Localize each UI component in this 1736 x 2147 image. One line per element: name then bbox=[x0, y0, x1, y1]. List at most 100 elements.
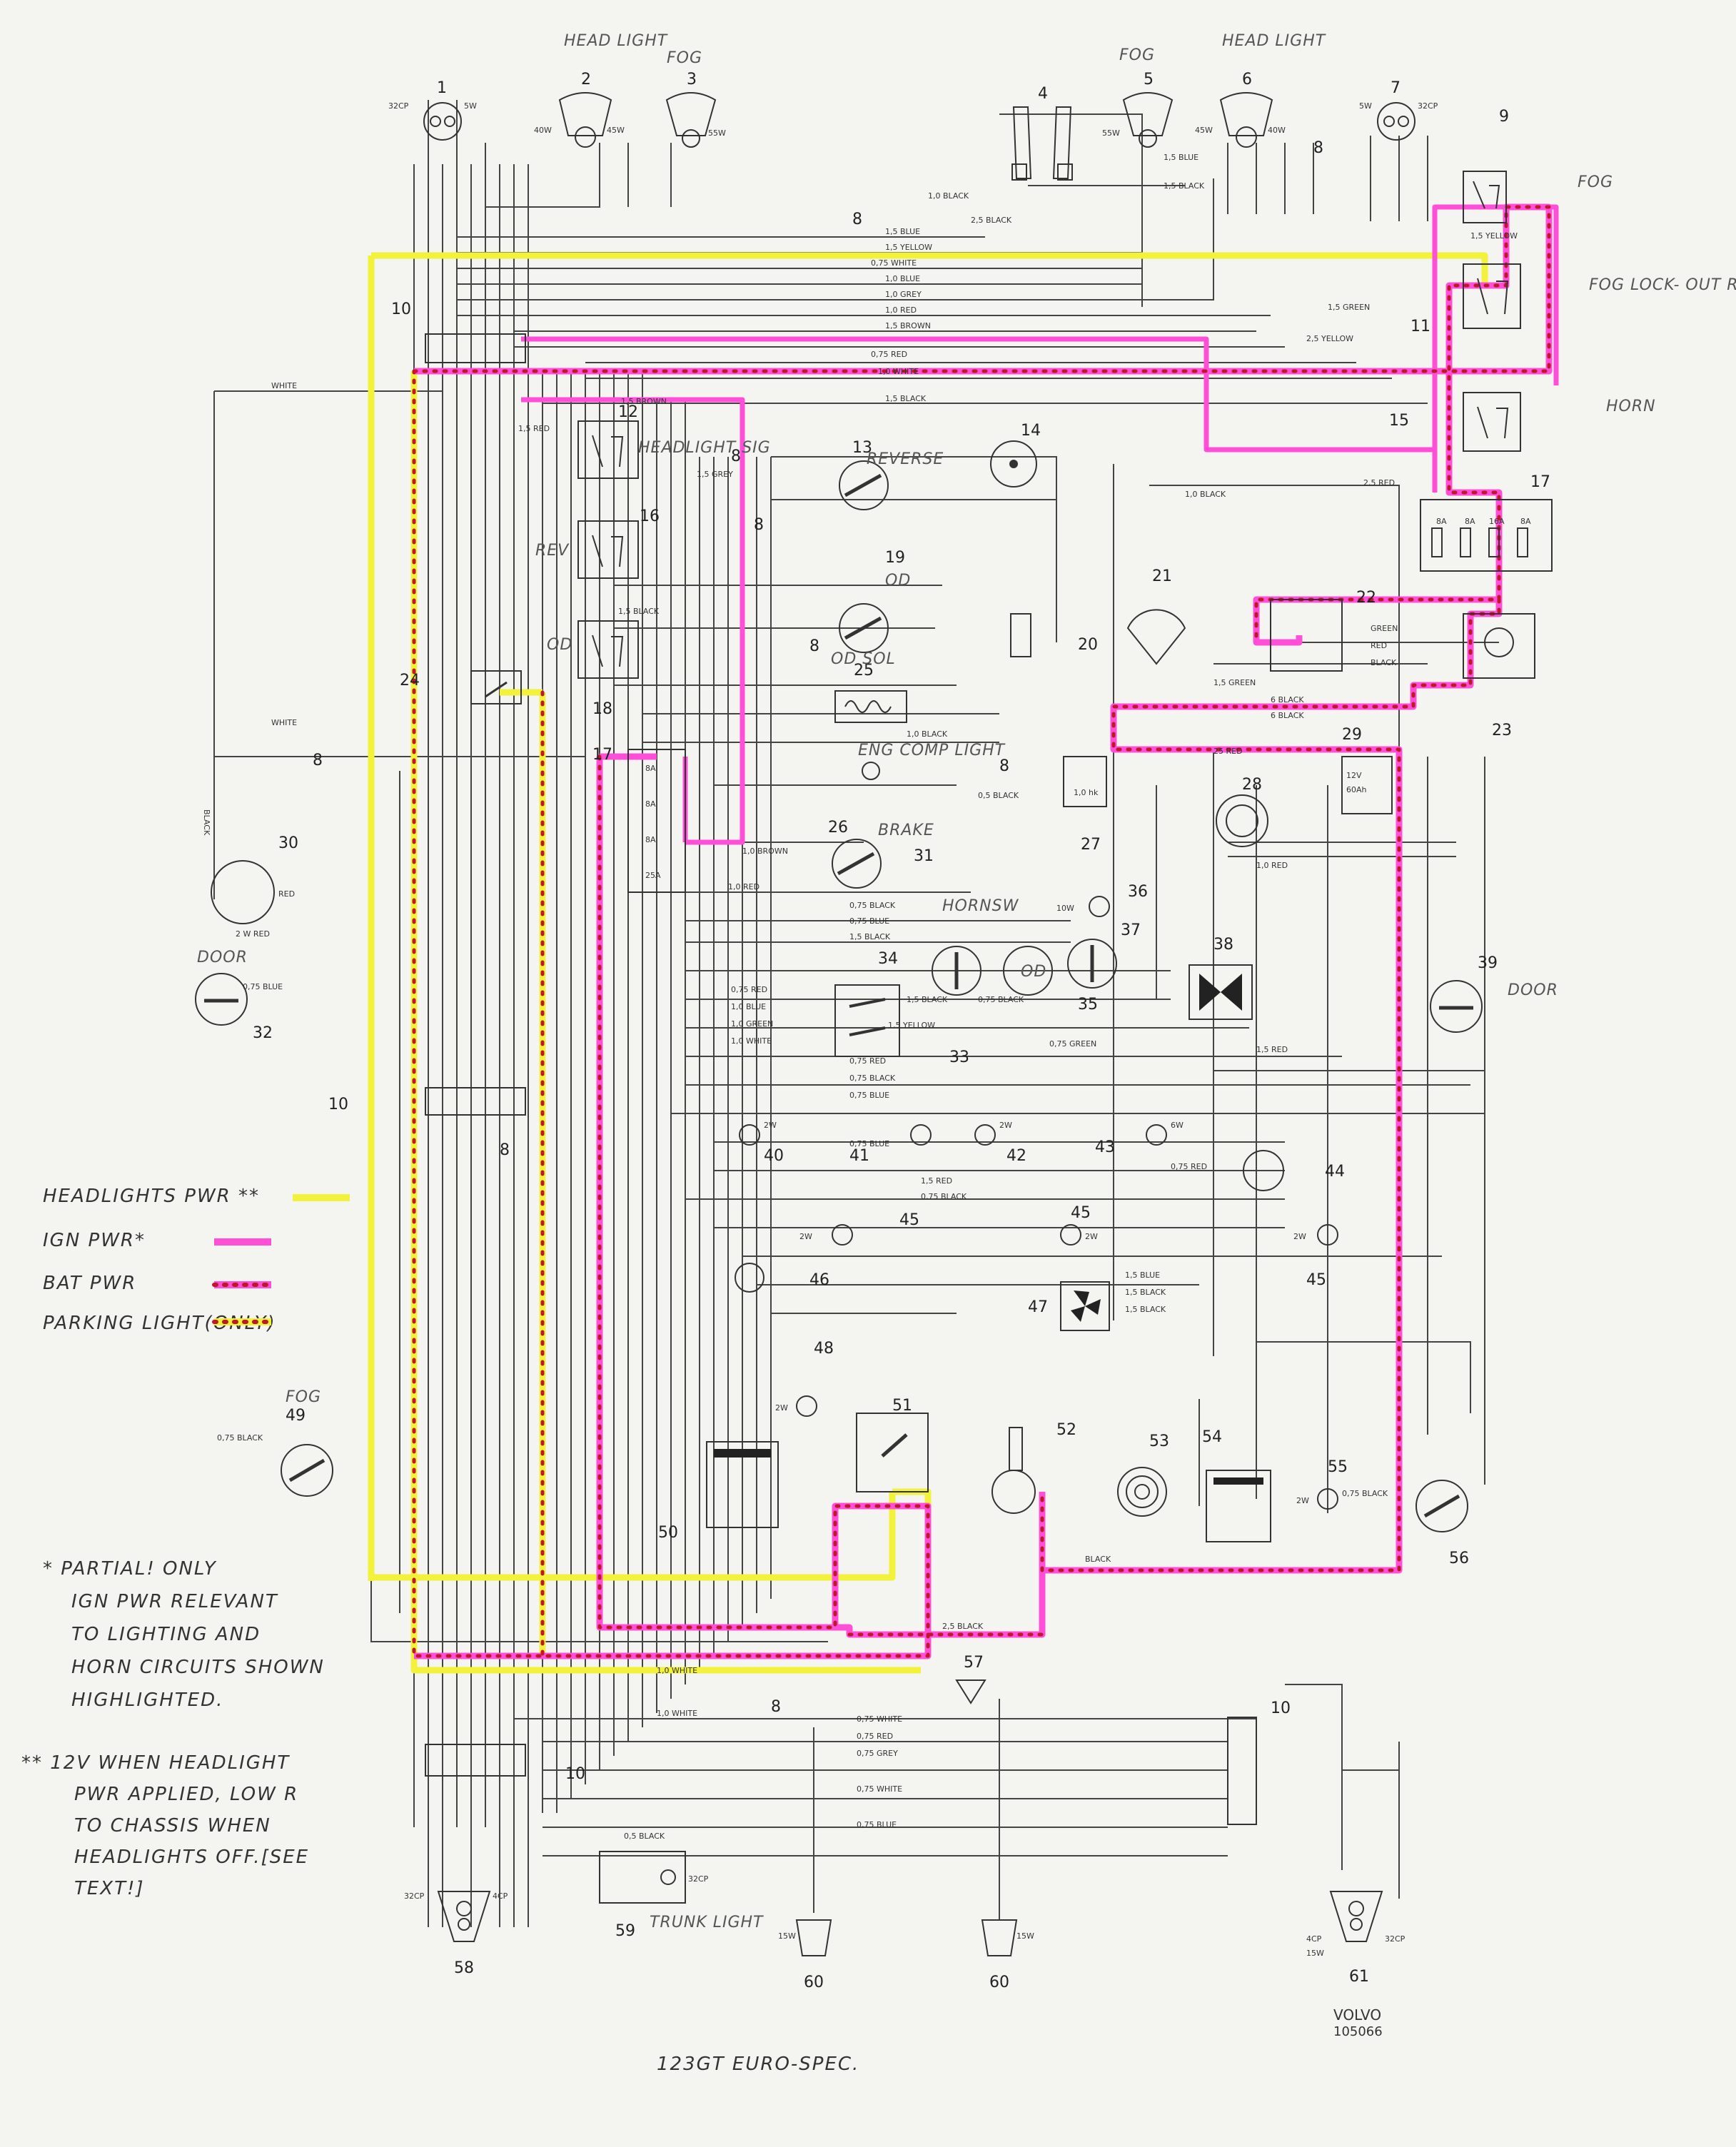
svg-text:32: 32 bbox=[253, 1024, 273, 1042]
headlight-2: 40W 45W 2 HEAD LIGHT bbox=[534, 32, 667, 148]
svg-text:61: 61 bbox=[1349, 1968, 1369, 1986]
svg-text:45W: 45W bbox=[1195, 126, 1213, 135]
svg-text:45: 45 bbox=[1306, 1271, 1326, 1289]
svg-text:8: 8 bbox=[809, 637, 819, 655]
svg-text:2W: 2W bbox=[799, 1232, 812, 1241]
svg-text:IGN PWR RELEVANT: IGN PWR RELEVANT bbox=[71, 1591, 278, 1612]
svg-text:0,75 BLUE: 0,75 BLUE bbox=[849, 916, 889, 926]
svg-text:TRUNK LIGHT: TRUNK LIGHT bbox=[650, 1914, 764, 1931]
svg-text:WHITE: WHITE bbox=[271, 381, 297, 390]
lamp-45a: 2W 45 bbox=[799, 1211, 919, 1246]
bat-pwr-highlight bbox=[412, 203, 1553, 1659]
svg-text:0,75 BLUE: 0,75 BLUE bbox=[857, 1820, 897, 1829]
svg-text:15: 15 bbox=[1389, 412, 1409, 430]
svg-text:53: 53 bbox=[1149, 1433, 1169, 1450]
svg-text:15W: 15W bbox=[1306, 1949, 1324, 1958]
fog-switch-49: 49 FOG bbox=[281, 1388, 333, 1497]
svg-text:8: 8 bbox=[313, 752, 323, 769]
svg-text:10: 10 bbox=[565, 1765, 585, 1783]
junction-10-mid: 10 bbox=[328, 1087, 526, 1116]
switch-24: 24 bbox=[400, 670, 522, 704]
lamp-45c: 2W 45 bbox=[1293, 1224, 1338, 1289]
svg-text:0,75 GREEN: 0,75 GREEN bbox=[1049, 1039, 1096, 1049]
svg-text:REVERSE: REVERSE bbox=[867, 450, 944, 468]
svg-text:1,0 hk: 1,0 hk bbox=[1074, 788, 1099, 797]
svg-text:56: 56 bbox=[1449, 1550, 1469, 1567]
svg-text:34: 34 bbox=[878, 950, 898, 968]
horn-relay-15: 15 HORN bbox=[1389, 392, 1656, 452]
ignition-51: 51 bbox=[856, 1397, 929, 1492]
svg-text:1,5 BLUE: 1,5 BLUE bbox=[885, 227, 920, 236]
svg-text:1,0 RED: 1,0 RED bbox=[885, 305, 917, 315]
svg-text:1,5 YELLOW: 1,5 YELLOW bbox=[888, 1021, 935, 1030]
svg-text:45: 45 bbox=[899, 1211, 919, 1229]
svg-text:4: 4 bbox=[1038, 85, 1048, 103]
svg-text:8: 8 bbox=[771, 1698, 781, 1716]
svg-text:16: 16 bbox=[640, 507, 660, 525]
svg-text:1,0 BROWN: 1,0 BROWN bbox=[742, 847, 788, 856]
svg-text:0,75 BLACK: 0,75 BLACK bbox=[921, 1192, 967, 1201]
lamp-48: 2W 48 bbox=[775, 1340, 834, 1417]
svg-text:FOG: FOG bbox=[286, 1388, 321, 1406]
wire-labels: WHITE WHITE 2,5 YELLOW 1,5 GREEN 1,0 BLA… bbox=[202, 153, 1518, 1841]
svg-text:1,0 RED: 1,0 RED bbox=[728, 882, 760, 891]
svg-text:HORN: HORN bbox=[1606, 398, 1656, 415]
svg-text:1,5 BLACK: 1,5 BLACK bbox=[907, 995, 948, 1004]
svg-text:4CP: 4CP bbox=[493, 1891, 508, 1901]
svg-text:BLACK: BLACK bbox=[1371, 658, 1397, 667]
fog-lamp-5: 55W 5 FOG bbox=[1102, 46, 1174, 148]
svg-text:30: 30 bbox=[278, 834, 298, 852]
svg-text:FOG: FOG bbox=[667, 49, 702, 67]
svg-text:1,5 RED: 1,5 RED bbox=[921, 1176, 952, 1186]
legend-headlights-pwr: HEADLIGHTS PWR ** bbox=[43, 1186, 350, 1207]
svg-text:40W: 40W bbox=[1268, 126, 1286, 135]
svg-text:12V: 12V bbox=[1346, 771, 1362, 780]
svg-text:0,75 RED: 0,75 RED bbox=[1171, 1162, 1207, 1171]
svg-text:2W: 2W bbox=[1296, 1496, 1309, 1505]
svg-text:8A: 8A bbox=[1520, 517, 1531, 526]
switch-56: 56 bbox=[1415, 1480, 1469, 1567]
svg-text:35: 35 bbox=[1078, 996, 1098, 1014]
svg-text:1,0 BLACK: 1,0 BLACK bbox=[907, 729, 948, 739]
svg-text:1,5 BLACK: 1,5 BLACK bbox=[1125, 1288, 1166, 1297]
svg-text:PWR APPLIED, LOW R: PWR APPLIED, LOW R bbox=[74, 1784, 298, 1805]
eng-comp-light: ENG COMP LIGHT bbox=[858, 742, 1005, 780]
svg-text:8: 8 bbox=[731, 448, 741, 465]
svg-text:2: 2 bbox=[581, 71, 591, 89]
svg-text:1,0 GREY: 1,0 GREY bbox=[885, 290, 922, 299]
starter-52: 52 bbox=[991, 1421, 1076, 1514]
legend-parking-light: PARKING LIGHT(ONLY) bbox=[43, 1313, 275, 1334]
svg-text:6 BLACK: 6 BLACK bbox=[1271, 695, 1304, 704]
svg-text:8A: 8A bbox=[645, 835, 656, 844]
svg-text:0,75 GREY: 0,75 GREY bbox=[857, 1749, 898, 1758]
svg-text:1,5 BLACK: 1,5 BLACK bbox=[849, 932, 891, 941]
svg-text:HORNSW: HORNSW bbox=[942, 897, 1019, 915]
svg-text:1,5 BLACK: 1,5 BLACK bbox=[618, 607, 660, 616]
svg-text:23: 23 bbox=[1492, 722, 1512, 739]
svg-text:0,75 BLACK: 0,75 BLACK bbox=[849, 1074, 896, 1083]
svg-text:1,5 BLUE: 1,5 BLUE bbox=[1125, 1270, 1160, 1280]
svg-text:0,75 BLACK: 0,75 BLACK bbox=[849, 901, 896, 910]
svg-text:0,75 BLACK: 0,75 BLACK bbox=[978, 995, 1024, 1004]
switch-30: 30 bbox=[211, 834, 298, 924]
svg-text:32CP: 32CP bbox=[404, 1891, 425, 1901]
svg-text:42: 42 bbox=[1006, 1147, 1026, 1165]
svg-text:47: 47 bbox=[1028, 1298, 1048, 1316]
junction-10-bot: 10 bbox=[425, 1744, 585, 1783]
svg-text:BAT PWR: BAT PWR bbox=[43, 1273, 136, 1294]
fog-relay-9: 9 FOG bbox=[1463, 108, 1613, 223]
flasher-44: 44 bbox=[1243, 1150, 1345, 1191]
svg-text:1,0 BLACK: 1,0 BLACK bbox=[928, 191, 969, 201]
od-solenoid-25: 25 OD SOL bbox=[831, 650, 907, 723]
svg-text:OD SOL: OD SOL bbox=[831, 650, 896, 668]
lamp-42: 2W 42 bbox=[974, 1121, 1026, 1165]
svg-text:51: 51 bbox=[892, 1397, 912, 1415]
svg-text:1,5 GREY: 1,5 GREY bbox=[697, 470, 733, 479]
svg-text:52: 52 bbox=[1056, 1421, 1076, 1439]
rear-lamp-61: 4CP 32CP 15W 61 bbox=[1306, 1891, 1406, 1986]
svg-text:7: 7 bbox=[1391, 79, 1401, 97]
svg-text:33: 33 bbox=[949, 1049, 969, 1066]
svg-text:2,5 BLACK: 2,5 BLACK bbox=[942, 1622, 984, 1631]
svg-text:8A: 8A bbox=[645, 764, 656, 773]
svg-text:55W: 55W bbox=[1102, 128, 1120, 138]
